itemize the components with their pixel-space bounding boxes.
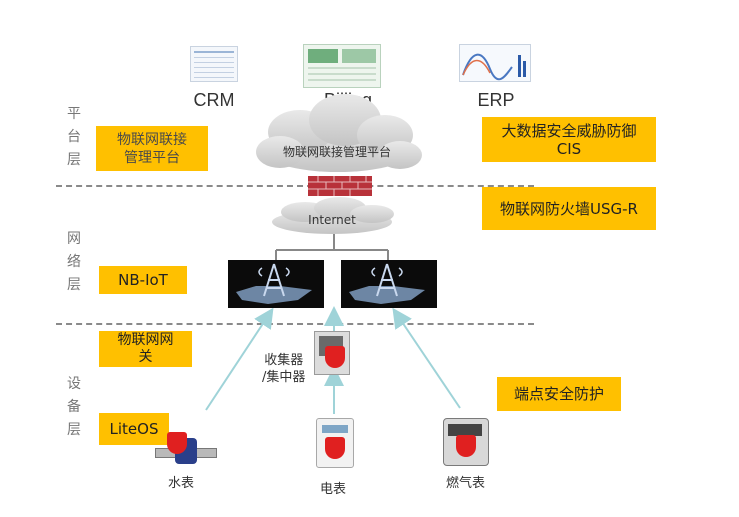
box-liteos: LiteOS (99, 413, 169, 445)
divider-network-device (56, 323, 534, 325)
base-station-right (341, 260, 437, 308)
gas-meter-icon (443, 418, 489, 466)
tower-icon (349, 263, 425, 304)
base-station-left (228, 260, 324, 308)
water-meter-icon (155, 432, 217, 464)
firewall-icon (308, 176, 372, 196)
billing-screenshot-icon (303, 44, 381, 88)
shield-icon (325, 346, 345, 368)
electric-meter-label: 电表 (320, 482, 347, 497)
shield-icon (167, 432, 187, 454)
shield-icon (456, 435, 476, 457)
internet-cloud-icon (272, 197, 394, 234)
erp-chart-icon (459, 44, 531, 82)
box-cis: 大数据安全威胁防御 CIS (482, 117, 656, 162)
box-firewall: 物联网防火墙USG-R (482, 187, 656, 230)
crm-screenshot-icon (190, 46, 238, 82)
platform-cloud-label: 物联网联接管理平台 (282, 145, 391, 159)
box-endpoint-security: 端点安全防护 (497, 377, 621, 411)
water-meter-label: 水表 (168, 476, 195, 491)
gas-meter-label: 燃气表 (446, 476, 486, 491)
app-label-crm: CRM (193, 90, 235, 110)
box-platform-management: 物联网联接 管理平台 (96, 126, 208, 171)
collector-device-icon (314, 331, 350, 375)
collector-label: 收集器 /集中器 (262, 353, 306, 385)
layer-label-network: 网 络 层 (67, 231, 81, 293)
layer-label-platform: 平 台 层 (67, 106, 81, 168)
box-nbiot: NB-IoT (99, 266, 187, 294)
internet-cloud-label: Internet (308, 213, 356, 227)
box-gateway: 物联网网 关 (99, 331, 192, 367)
shield-icon (325, 437, 345, 459)
platform-cloud-icon (256, 94, 422, 172)
layer-label-device: 设 备 层 (67, 376, 81, 438)
divider-platform-network (56, 185, 534, 187)
app-label-erp: ERP (477, 90, 515, 110)
electric-meter-icon (316, 418, 354, 468)
tower-icon (236, 263, 312, 304)
